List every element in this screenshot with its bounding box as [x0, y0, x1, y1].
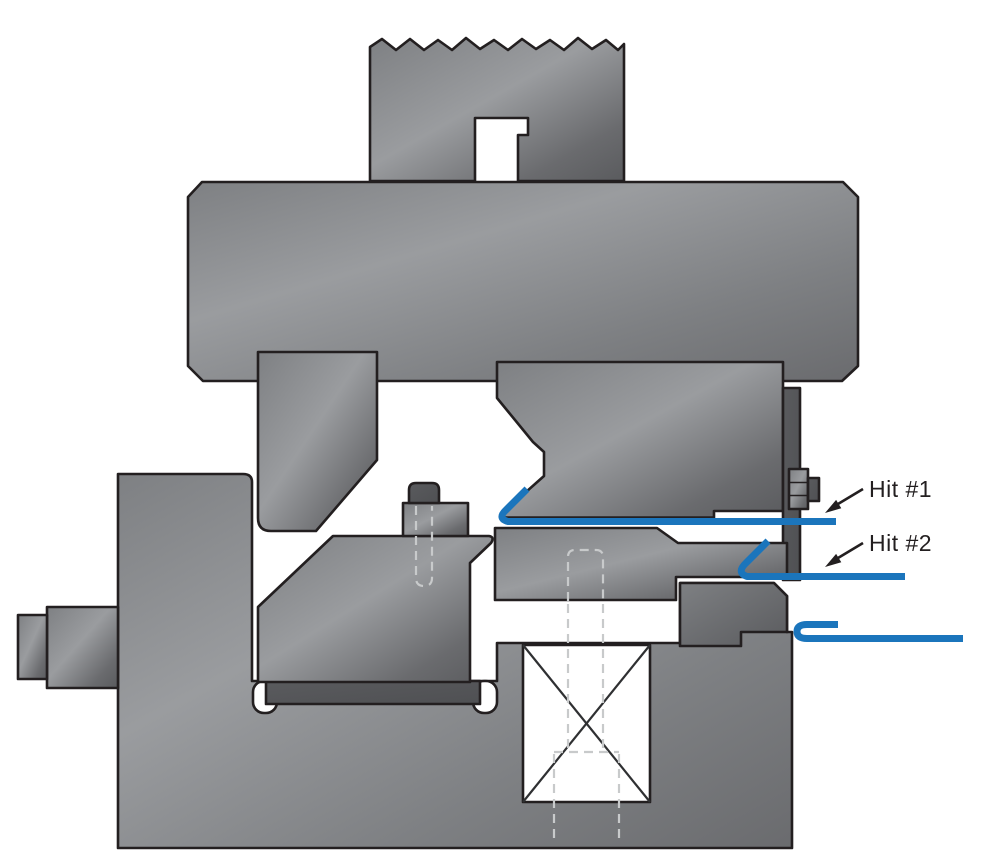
spring-x-line [522, 644, 651, 803]
hit1-label: Hit #1 [869, 476, 932, 502]
annotation-hit2: Hit #2 [825, 530, 932, 567]
hit1-arrow-line [837, 487, 864, 506]
press-ram [368, 36, 626, 183]
hidden-screw-slot [566, 548, 605, 601]
stop-pin-tip [16, 613, 49, 681]
hit2-label: Hit #2 [869, 530, 932, 556]
cam-bolt-hidden-thread [414, 506, 434, 588]
hit2-arrow-head [825, 553, 842, 567]
stop-pin-body [45, 605, 120, 690]
hidden-screw-lines [552, 604, 621, 842]
cam-driver-steel [256, 350, 379, 533]
hit2-arrow-line [837, 541, 864, 560]
sheet-hit2 [737, 538, 905, 580]
keeper-plate [264, 679, 482, 706]
annotation-hit1: Hit #1 [825, 476, 932, 513]
hex-bolt-tip [806, 476, 821, 503]
upper-die-shoe [186, 180, 860, 383]
cam-bolt-washer [401, 501, 470, 538]
upper-hem-steel [495, 360, 785, 519]
sheet-final-hem [793, 621, 963, 642]
hit1-arrow-head [825, 499, 842, 513]
sheet-hit1 [498, 486, 836, 525]
lower-hem-post [678, 581, 789, 648]
hex-bolt-flange [787, 467, 810, 511]
cam-slide-block [256, 534, 494, 684]
cam-bolt-head [407, 481, 441, 505]
